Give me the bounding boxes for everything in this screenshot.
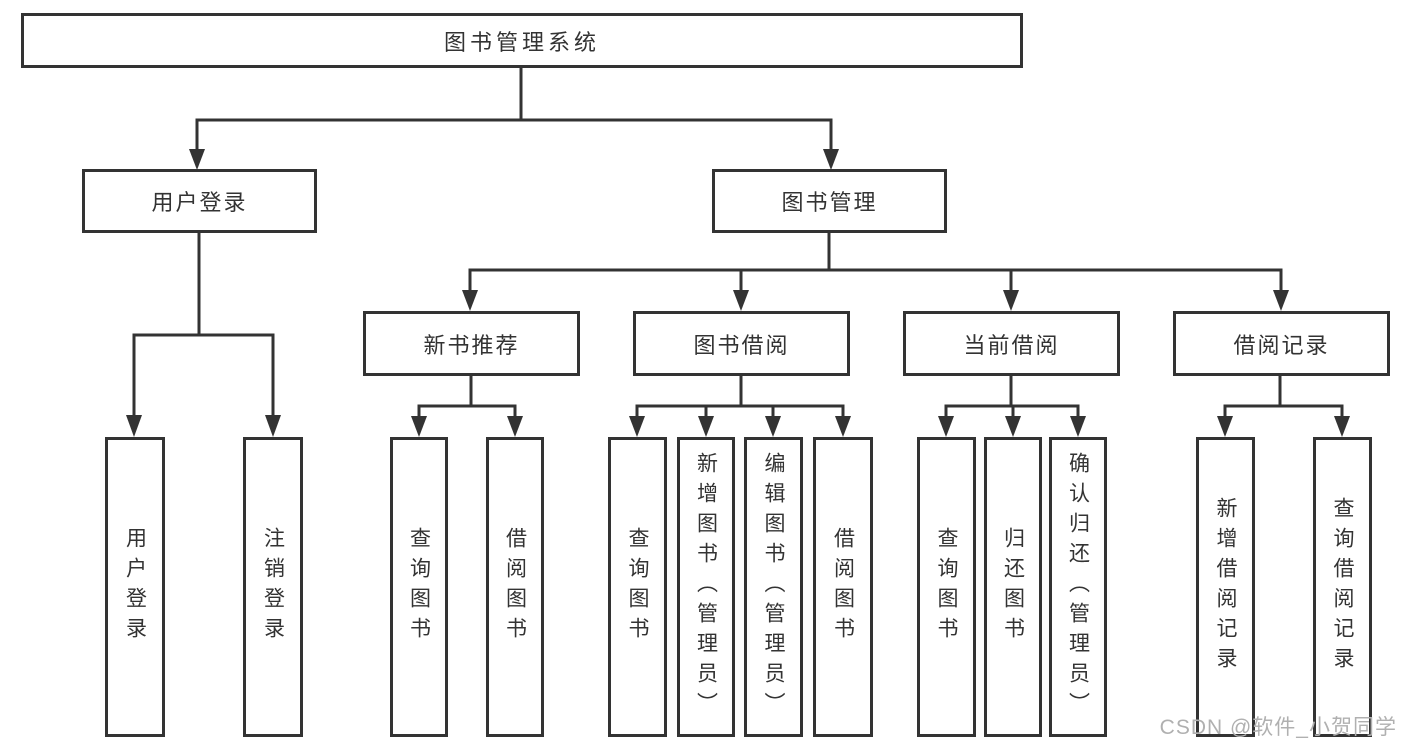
leaf-record-add: 新增借阅记录: [1196, 437, 1255, 737]
node-current-borrow: 当前借阅: [903, 311, 1120, 376]
leaf-label: 新增图书（管理员）: [694, 452, 718, 722]
csdn-watermark: CSDN @软件_小贺同学: [1159, 716, 1397, 739]
node-book-borrow: 图书借阅: [633, 311, 850, 376]
connector-book-management: [468, 233, 1283, 293]
leaf-label: 查询图书: [626, 527, 649, 647]
connector-current-borrow: [944, 376, 1080, 419]
node-borrow-record: 借阅记录: [1173, 311, 1390, 376]
leaf-label: 确认归还（管理员）: [1066, 452, 1090, 722]
leaf-label: 查询图书: [935, 527, 958, 647]
leaf-borrow-edit-admin: 编辑图书（管理员）: [744, 437, 803, 737]
leaf-newbook-borrow: 借阅图书: [486, 437, 544, 737]
leaf-borrow-add-admin: 新增图书（管理员）: [677, 437, 735, 737]
connector-borrow-record: [1223, 376, 1344, 419]
leaf-logout: 注销登录: [243, 437, 303, 737]
connector-user-login: [132, 233, 275, 417]
connector-new-book: [417, 376, 517, 419]
leaf-current-return: 归还图书: [984, 437, 1042, 737]
leaf-label: 新增借阅记录: [1214, 497, 1237, 677]
leaf-newbook-query: 查询图书: [390, 437, 448, 737]
leaf-label: 归还图书: [1001, 527, 1025, 647]
node-book-management: 图书管理: [712, 169, 947, 233]
connector-book-borrow: [635, 376, 845, 419]
leaf-label: 查询图书: [407, 527, 431, 647]
node-root-system: 图书管理系统: [21, 13, 1023, 68]
leaf-current-confirm-admin: 确认归还（管理员）: [1049, 437, 1107, 737]
leaf-label: 借阅图书: [831, 527, 855, 647]
leaf-label: 查询借阅记录: [1331, 497, 1354, 677]
leaf-user-login: 用户登录: [105, 437, 165, 737]
leaf-label: 用户登录: [123, 527, 147, 647]
leaf-label: 编辑图书（管理员）: [762, 452, 785, 722]
leaf-label: 注销登录: [261, 527, 285, 647]
leaf-borrow-borrow: 借阅图书: [813, 437, 873, 737]
leaf-borrow-query: 查询图书: [608, 437, 667, 737]
connector-root: [195, 68, 833, 152]
node-new-book-recommend: 新书推荐: [363, 311, 580, 376]
leaf-label: 借阅图书: [503, 527, 527, 647]
arrowheads: [126, 149, 1350, 437]
leaf-record-query: 查询借阅记录: [1313, 437, 1372, 737]
node-user-login: 用户登录: [82, 169, 317, 233]
leaf-current-query: 查询图书: [917, 437, 976, 737]
